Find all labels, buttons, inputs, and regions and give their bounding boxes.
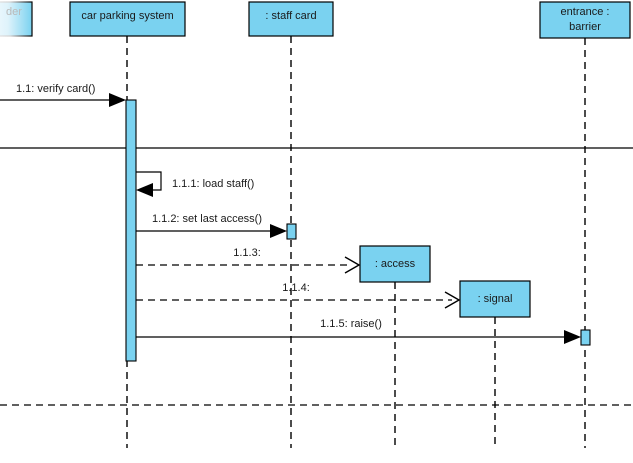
message-1-1[interactable]: 1.1: verify card() xyxy=(0,83,126,107)
message-1-1-5[interactable]: 1.1.5: raise() xyxy=(136,318,581,344)
lifeline-label-entrance-barrier-line2: barrier xyxy=(569,21,601,33)
message-label-1-1-3: 1.1.3: xyxy=(233,247,261,259)
message-label-1-1-4: 1.1.4: xyxy=(282,282,310,294)
lifeline-box-card-holder[interactable] xyxy=(0,1,33,37)
lifeline-label-car-parking-system: car parking system xyxy=(81,10,173,22)
lifeline-box-access[interactable] xyxy=(359,245,431,283)
message-arrowhead-1-1 xyxy=(109,93,126,107)
lifeline-box-entrance-barrier[interactable] xyxy=(539,1,631,39)
activation-bar-staff-card[interactable] xyxy=(286,223,297,240)
message-1-1-1[interactable]: 1.1.1: load staff() xyxy=(136,171,254,197)
message-label-1-1-5: 1.1.5: raise() xyxy=(320,318,382,330)
lifeline-label-entrance-barrier-line1: entrance : xyxy=(561,6,610,18)
lifeline-label-signal: : signal xyxy=(478,293,513,305)
lifeline-header-card-holder[interactable]: der xyxy=(0,1,33,37)
message-label-1-1-2: 1.1.2: set last access() xyxy=(152,213,262,225)
lifeline-header-access[interactable]: : access xyxy=(359,245,431,283)
message-arrowhead-1-1-2 xyxy=(270,224,287,238)
activation-bar-entrance-barrier[interactable] xyxy=(580,329,591,346)
lifeline-box-car-parking-system[interactable] xyxy=(69,1,186,37)
message-1-1-3[interactable]: 1.1.3: xyxy=(136,247,361,274)
lifeline-header-staff-card[interactable]: : staff card xyxy=(248,1,334,37)
message-arrowhead-1-1-3 xyxy=(344,256,361,274)
message-1-1-4[interactable]: 1.1.4: xyxy=(136,282,461,309)
activation-bar-car-parking-system[interactable] xyxy=(125,99,137,362)
lifeline-label-card-holder: der xyxy=(6,6,22,18)
message-label-1-1-1: 1.1.1: load staff() xyxy=(172,178,254,190)
message-arrowhead-1-1-1 xyxy=(136,183,153,197)
message-arrowhead-1-1-5 xyxy=(564,330,581,344)
lifeline-header-signal[interactable]: : signal xyxy=(459,280,531,318)
lifeline-label-staff-card: : staff card xyxy=(265,10,316,22)
lifeline-header-car-parking-system[interactable]: car parking system xyxy=(69,1,186,37)
lifeline-header-entrance-barrier[interactable]: entrance : barrier xyxy=(539,1,631,39)
message-arrowhead-1-1-4 xyxy=(444,291,461,309)
message-label-1-1: 1.1: verify card() xyxy=(16,83,95,95)
message-1-1-2[interactable]: 1.1.2: set last access() xyxy=(136,213,287,238)
lifeline-label-access: : access xyxy=(375,258,416,270)
